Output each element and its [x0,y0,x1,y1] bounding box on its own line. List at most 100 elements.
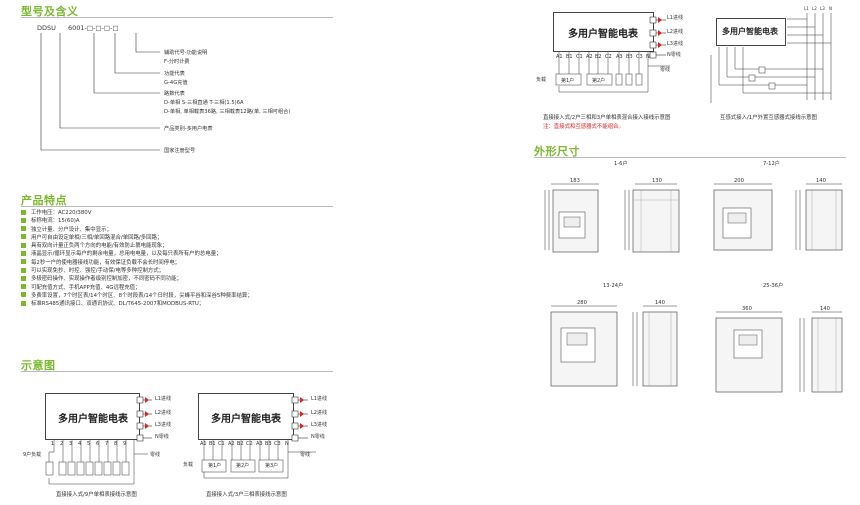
terminal-label: N [285,441,289,447]
line-label-l3: L3进线 [155,422,171,428]
model-legend-9: 国家注册型号 [164,148,196,154]
line-label-l1: L1进线 [155,396,171,402]
feature-text: 具有双向计量正负两个方向的电能/有效防止篡电能现象； [31,243,168,250]
ct-line-l2: L2 [812,6,817,11]
terminal-number: 1 [51,441,55,447]
neutral-label: 零线 [660,67,671,73]
line-label-l2: L2进线 [155,410,171,416]
bullet-square-icon [21,217,26,223]
dim-panel-7-12: 200 140 [708,178,858,266]
feature-item: 标称电流：15(60)A [21,217,331,225]
terminal-label: A3 [256,441,263,447]
terminal-label: B2 [237,441,244,447]
features-list: 工作电压：AC220/380V 标称电流：15(60)A 独立计量、分户设计、集… [21,209,331,309]
meter-box-9phase: 多用户智能电表 [45,393,140,440]
load-label: 负载 [183,462,194,468]
bullet-square-icon [21,226,26,232]
household-label: 第1户 [561,78,575,84]
model-prefix: DDSU [37,24,56,32]
bullet-square-icon [21,275,26,281]
feature-text: 用户可自由设定单相/三相/单回路混合/单回路/多回路； [31,234,163,241]
meter-title: 多用户智能电表 [722,27,778,36]
terminal-number: 5 [87,441,91,447]
feature-item: 可配充值方式、手机APP充值、4G远程充值； [21,284,331,292]
ct-line-n: N [829,6,832,11]
dimensions-section-title: 外形尺寸 [534,145,580,158]
feature-item: 工作电压：AC220/380V [21,209,331,217]
terminal-number: 7 [105,441,109,447]
model-legend-4: G-4G充值 [164,80,188,86]
feature-item: 独立计量、分户设计、集中显示； [21,226,331,234]
feature-item: 多极密码操作、实现操作者级别控制加密，不同密码不同功能； [21,275,331,283]
terminal-label: B3 [265,441,272,447]
diagram-section-divider [21,371,333,372]
feature-text: 标准RS485通讯接口、双通讯协议、DL/T645-2007和MODBUS-RT… [31,301,205,308]
dim-depth: 140 [816,178,826,184]
load-label: 负载 [536,77,547,83]
dim-panel-label: 7-12户 [763,161,780,167]
feature-item: 标准RS485通讯接口、双通讯协议、DL/T645-2007和MODBUS-RT… [21,300,331,308]
model-legend-8: 产品类别-多用户电表 [164,126,213,132]
line-label-l3: L3进线 [667,41,683,47]
bullet-square-icon [21,209,26,215]
feature-item: 每2秒一户的使电器接线功能，有效保证负载不会长时间停电； [21,259,331,267]
model-legend-6: D-单相 S-三相直通 T-三相(1.5)6A [164,100,244,106]
terminal-numbers-9: 1 2 3 4 5 6 7 8 9 [51,441,141,447]
dim-panel-label: 25-36户 [763,283,784,289]
dim-panel-25-36: 360 140 [708,306,858,394]
ct-line-l1: L1 [804,6,809,11]
diagram-section-title: 示意图 [21,359,56,372]
terminal-label: C1 [576,54,583,60]
feature-item: 可以实现免抄、时控、强控/手动保/电等多种控制方式； [21,267,331,275]
terminal-number: 6 [96,441,100,447]
caption-mixed: 直接接入式/2户三相和3户单相表混合接入接线示意图 [543,115,671,121]
dim-width: 360 [742,306,752,312]
terminal-label: A2 [228,441,235,447]
dim-depth: 140 [820,306,830,312]
model-bracket-lines [40,33,160,151]
feature-text: 可配充值方式、手机APP充值、4G远程充值； [31,284,141,291]
household-label: 第1户 [208,463,222,469]
feature-text: 标称电流：15(60)A [31,218,80,225]
bullet-square-icon [21,250,26,256]
dim-panel-1-6: 183 130 [543,178,693,266]
terminal-label: B1 [209,441,216,447]
caption-9phase: 直接接入式/9户单相表接线示意图 [56,492,137,498]
feature-text: 多极密码操作、实现操作者级别控制加密，不同密码不同功能； [31,276,182,283]
model-legend-3: 功能代表 [164,71,185,77]
feature-item: 用户可自由设定单相/三相/单回路混合/单回路/多回路； [21,234,331,242]
terminal-number: 2 [60,441,64,447]
terminal-label: B1 [566,54,573,60]
terminal-label: C2 [246,441,253,447]
line-label-l3: L3进线 [311,422,327,428]
feature-text: 每2秒一户的使电器接线功能，有效保证负载不会长时间停电； [31,259,180,266]
wiring-3phase [201,396,316,479]
terminal-number: 9 [123,441,127,447]
model-legend-1: 辅助代号-功能说明 [164,50,208,56]
meter-box-3phase: 多用户智能电表 [198,393,294,440]
wiring-mixed [555,16,670,93]
dim-panel-label: 1-6户 [614,161,628,167]
meter-title: 多用户智能电表 [58,414,128,425]
terminal-number: 4 [78,441,82,447]
bullet-square-icon [21,259,26,265]
line-label-l1: L1进线 [667,15,683,21]
bullet-square-icon [21,284,26,290]
household-label: 第3户 [265,463,279,469]
model-legend-7: D-单相, 单相载表36路, 三相载表12路(单, 三相可组合) [164,109,291,115]
terminal-label: A1 [556,54,563,60]
feature-text: 可以实现免抄、时控、强控/手动保/电等多种控制方式； [31,268,165,275]
load-label-9: 9户负载 [23,452,42,458]
model-legend-2: F-分时计费 [164,59,190,65]
bullet-square-icon [21,292,26,298]
terminal-number: 8 [114,441,118,447]
feature-item: 多费率设置，7个时区表/14个时区、8个时段表/14个日时段，尖峰平谷和深谷5种… [21,292,331,300]
dim-depth: 130 [652,178,662,184]
terminal-label: B2 [595,54,602,60]
caption-ct: 互感式接入/1户外置互感器式接线示意图 [720,115,817,121]
model-code: 6001-□-□-□-□ [68,24,119,32]
dim-width: 280 [577,300,587,306]
features-section-title: 产品特点 [21,194,67,207]
terminal-label: A1 [200,441,207,447]
meter-box-ct: 多用户智能电表 [716,18,786,46]
